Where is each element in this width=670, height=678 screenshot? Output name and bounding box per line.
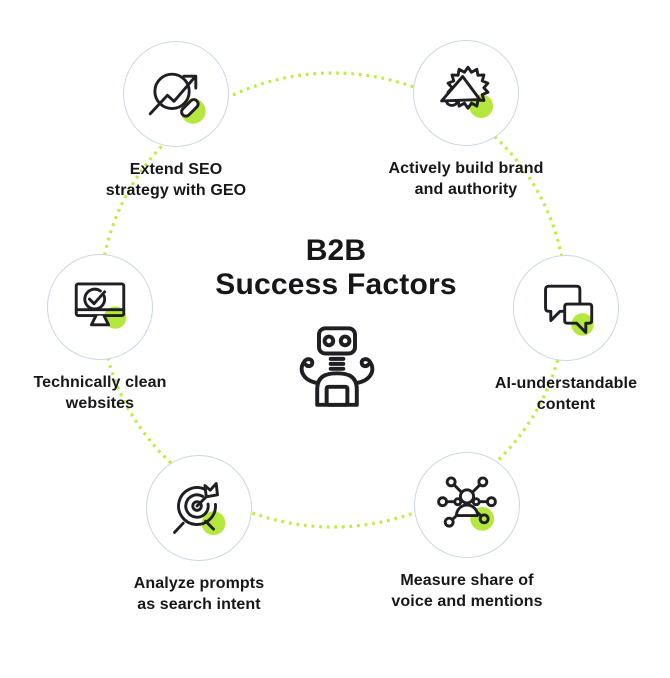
factor-label: Actively build brand and authority [388,160,544,198]
network-person-icon [437,476,497,531]
chat-bubbles-icon [544,284,594,336]
factor-label: Measure share of voice and mentions [391,572,543,610]
monitor-check-icon [74,282,127,329]
factor-label: AI-understandable content [494,375,638,413]
factor-seo-geo: Extend SEO strategy with GEO [71,41,281,201]
factor-ai-content: AI-understandable content [461,255,670,415]
factor-circle [123,41,229,147]
factor-circle [414,452,520,558]
trend-magnifier-icon [148,72,206,124]
factor-label: Extend SEO strategy with GEO [105,161,247,199]
megaphone-badge-icon [440,65,494,119]
factor-label: Technically clean websites [33,374,167,412]
robot-icon [299,326,375,407]
factor-circle [413,40,519,146]
factor-circle [47,254,153,360]
factor-clean-websites: Technically clean websites [0,254,205,414]
factor-circle [513,255,619,361]
title-line-2: Success Factors [215,268,457,301]
diagram-title: B2B Success Factors [163,234,509,302]
factor-circle [146,455,252,561]
target-arrow-icon [173,482,226,536]
factor-brand-authority: Actively build brand and authority [361,40,571,200]
factor-prompt-intent: Analyze prompts as search intent [94,455,304,615]
title-line-1: B2B [305,234,367,267]
factor-share-of-voice: Measure share of voice and mentions [362,452,572,612]
factor-label: Analyze prompts as search intent [133,575,265,613]
